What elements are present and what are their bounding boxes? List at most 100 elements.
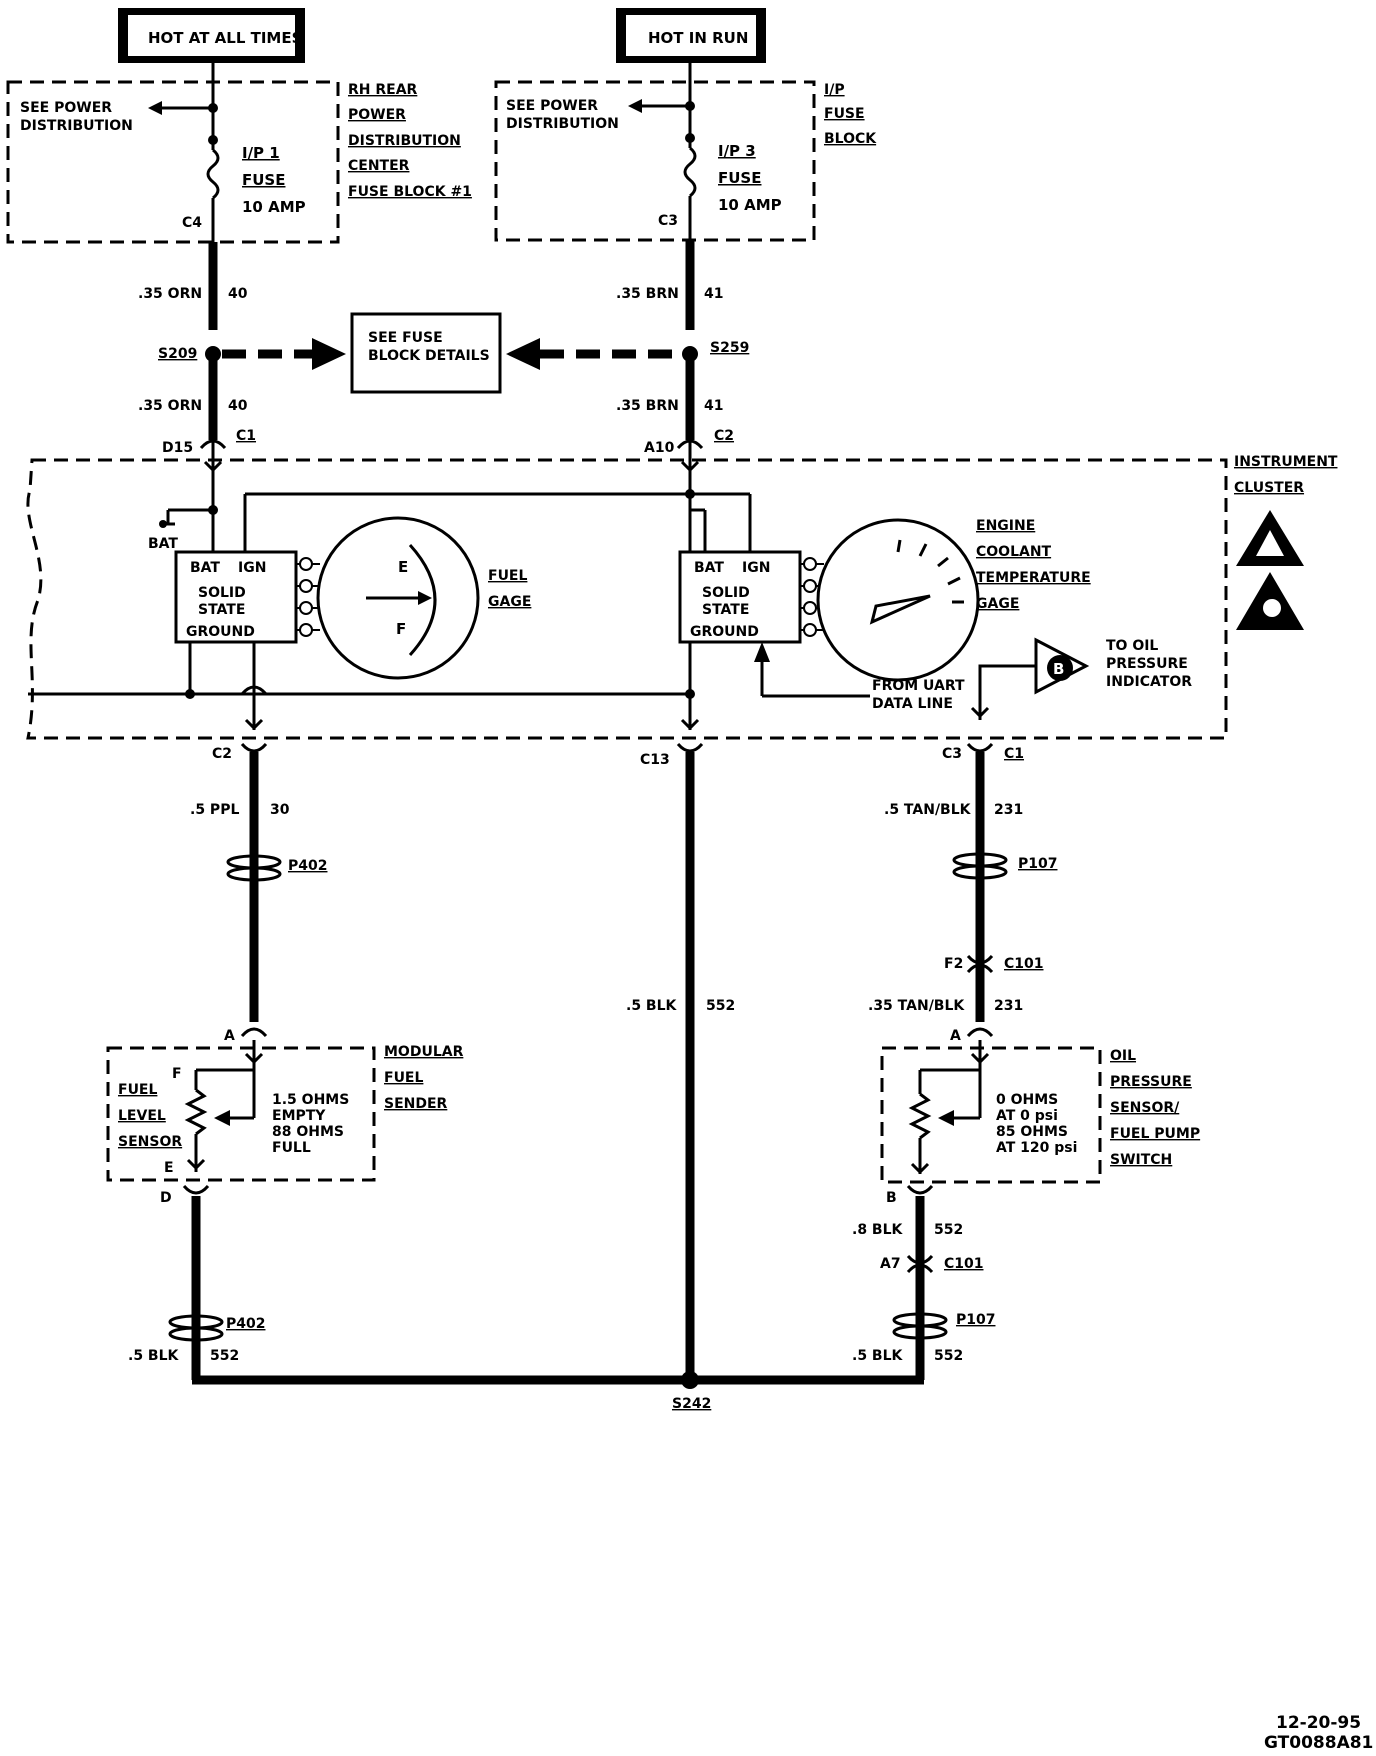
oil-sensor-spec-1: 0 OHMS	[996, 1092, 1058, 1108]
fuel-gage-module: BAT IGN SOLID STATE GROUND	[174, 550, 320, 644]
conn-c1-top: C1	[236, 428, 256, 444]
oil-sensor-spec-2: AT 0 psi	[996, 1108, 1058, 1124]
cluster-top-connectors: D15 C1 A10 C2	[162, 428, 734, 456]
conn-f2: F2	[944, 956, 963, 972]
tanblk-gauge: .5 TAN/BLK	[884, 802, 972, 818]
p402-top-connector	[226, 854, 282, 882]
tanblk2-gauge: .35 TAN/BLK	[868, 998, 965, 1014]
fuel-module-bat: BAT	[190, 560, 220, 576]
fuel-sender-spec-4: FULL	[272, 1140, 311, 1156]
left-ground-wire: D P402 .5 BLK 552	[128, 1184, 265, 1380]
fuel-f-mark: F	[396, 620, 406, 638]
ground-bus: S242	[192, 1371, 924, 1412]
fuel-gage-label-2: GAGE	[488, 594, 531, 610]
conn-a-right: A	[950, 1028, 961, 1044]
brn-gauge-bottom: .35 BRN	[616, 398, 679, 414]
brn-gauge-top: .35 BRN	[616, 286, 679, 302]
left-block-title-4: CENTER	[348, 158, 410, 174]
ppl-wire-branch: .5 PPL 30 P402 A	[190, 752, 327, 1044]
fuse-details-line2: BLOCK DETAILS	[368, 348, 490, 364]
right-block-title-1: I/P	[824, 82, 845, 98]
right-fuse-rating: 10 AMP	[718, 196, 782, 214]
temp-gage-label-4: GAGE	[976, 596, 1019, 612]
tanblk-wire-branch: .5 TAN/BLK 231 P107 F2 C101 .35 TAN/BLK …	[868, 752, 1057, 1044]
orn-circuit-top: 40	[228, 286, 248, 302]
fuel-sender-spec-3: 88 OHMS	[272, 1124, 344, 1140]
temp-gage-dial: ENGINE COOLANT TEMPERATURE GAGE	[816, 518, 1091, 682]
drawing-code: GT0088A81	[1264, 1733, 1373, 1753]
oil-sensor-title-2: PRESSURE	[1110, 1074, 1192, 1090]
tanblk2-circuit: 231	[994, 998, 1023, 1014]
right-blk-gauge: .5 BLK	[852, 1348, 904, 1364]
left-blk-circuit: 552	[210, 1348, 239, 1364]
conn-a10: A10	[644, 440, 675, 456]
oil-sensor-title-4: FUEL PUMP	[1110, 1126, 1200, 1142]
uart-label-2: DATA LINE	[872, 696, 953, 712]
left-fuse-name: I/P 1	[242, 144, 280, 162]
right-ground-wire: B .8 BLK 552 A7 C101 P107 .5 BLK 552	[852, 1184, 995, 1380]
fuel-module-solid: SOLID	[198, 585, 246, 601]
right-see-power-2: DISTRIBUTION	[506, 116, 619, 132]
oil-indicator-label-1: TO OIL	[1106, 638, 1158, 654]
p402-bottom-connector	[168, 1314, 224, 1342]
p402-bottom-label: P402	[226, 1316, 265, 1332]
uart-data-line: FROM UART DATA LINE	[754, 642, 965, 712]
ppl-gauge: .5 PPL	[190, 802, 239, 818]
sender-e-terminal: E	[164, 1160, 174, 1176]
left-block-title-3: DISTRIBUTION	[348, 133, 461, 149]
fuse-block-details: SEE FUSE BLOCK DETAILS	[222, 312, 682, 394]
left-block-title-5: FUSE BLOCK #1	[348, 184, 472, 200]
fuel-gage-dial: E F FUEL GAGE	[316, 516, 531, 680]
fuel-sender-title-3: SENDER	[384, 1096, 448, 1112]
uart-label-1: FROM UART	[872, 678, 965, 694]
c101-top-label: C101	[1004, 956, 1044, 972]
cluster-title-1: INSTRUMENT	[1234, 454, 1338, 470]
right-fuse-word: FUSE	[718, 169, 761, 187]
splice-s259-label: S259	[710, 340, 749, 356]
conn-c13: C13	[640, 752, 670, 768]
left-block-title-1: RH REAR	[348, 82, 418, 98]
temp-module-state: STATE	[702, 602, 749, 618]
oil-sensor-title-1: OIL	[1110, 1048, 1136, 1064]
conn-c1-bottom: C1	[1004, 746, 1024, 762]
right-fuse-name: I/P 3	[718, 142, 756, 160]
fuel-level-sensor-3: SENSOR	[118, 1134, 182, 1150]
modular-fuel-sender: F E FUEL LEVEL SENSOR 1.5 OHMS EMPTY 88 …	[106, 1040, 464, 1182]
center-blk-circuit: 552	[706, 998, 735, 1014]
conn-d15: D15	[162, 440, 193, 456]
orn-gauge-top: .35 ORN	[138, 286, 202, 302]
temp-gage-label-3: TEMPERATURE	[976, 570, 1091, 586]
cluster-bottom-connectors: C2 C13 C3 C1	[212, 742, 1024, 768]
ppl-circuit: 30	[270, 802, 290, 818]
blk8-circuit: 552	[934, 1222, 963, 1238]
right-see-power-1: SEE POWER	[506, 98, 598, 114]
blk8-gauge: .8 BLK	[852, 1222, 904, 1238]
temp-module-ign: IGN	[742, 560, 770, 576]
temp-module-ground: GROUND	[690, 624, 759, 640]
right-fuse-terminal: C3	[658, 213, 678, 229]
p107-top-connector	[952, 852, 1008, 880]
temp-gage-module: BAT IGN SOLID STATE GROUND	[678, 550, 824, 644]
fuse-details-line1: SEE FUSE	[368, 330, 443, 346]
hot-in-run-label: HOT IN RUN	[648, 29, 748, 47]
orn-circuit-bottom: 40	[228, 398, 248, 414]
splice-s242-label: S242	[672, 1396, 711, 1412]
conn-c3-bottom: C3	[942, 746, 962, 762]
drawing-date: 12-20-95	[1276, 1713, 1361, 1733]
orn-wire: .35 ORN 40 S209 .35 ORN 40	[138, 242, 248, 440]
oil-sensor-spec-3: 85 OHMS	[996, 1124, 1068, 1140]
left-fuse-block: SEE POWER DISTRIBUTION I/P 1 FUSE 10 AMP…	[6, 80, 472, 244]
oil-sensor-title-5: SWITCH	[1110, 1152, 1172, 1168]
center-ground-wire: .5 BLK 552	[626, 752, 735, 1380]
left-fuse-word: FUSE	[242, 171, 285, 189]
orn-gauge-bottom: .35 ORN	[138, 398, 202, 414]
left-block-title-2: POWER	[348, 107, 406, 123]
fuel-module-ground: GROUND	[186, 624, 255, 640]
brn-wire: .35 BRN 41 S259 .35 BRN 41	[616, 240, 749, 440]
cluster-title-2: CLUSTER	[1234, 480, 1304, 496]
hot-in-run-box: HOT IN RUN	[616, 8, 766, 63]
conn-d-left: D	[160, 1190, 172, 1206]
fuel-sender-title-2: FUEL	[384, 1070, 423, 1086]
brn-circuit-top: 41	[704, 286, 723, 302]
